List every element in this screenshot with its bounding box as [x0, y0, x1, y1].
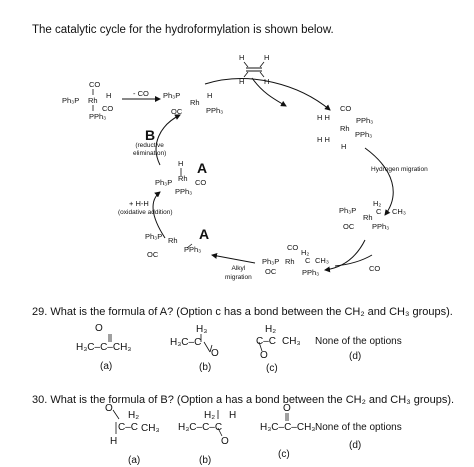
- c2-h: H: [207, 91, 213, 100]
- arrow-to-acyl: [324, 239, 366, 273]
- minus-co-label: - CO: [133, 89, 149, 98]
- co-addition: CO: [369, 264, 381, 273]
- c6-ph3p: Ph₃P: [145, 232, 163, 241]
- c3-hh: H H: [317, 113, 330, 122]
- c2-ph3p: Ph₃P: [163, 91, 181, 100]
- page-heading: The catalytic cycle for the hydroformyla…: [32, 24, 334, 36]
- ethylene-h3: H: [239, 77, 245, 86]
- arrow-ethylene-in: [251, 77, 287, 107]
- label-b: B: [145, 127, 156, 143]
- q29-b-h3: H₃: [196, 324, 208, 335]
- hydrogen-migration-label: Hydrogen migration: [371, 166, 428, 173]
- q29-label-a: (a): [100, 361, 113, 372]
- reductive-elimination-label: (reductive elimination): [133, 142, 167, 157]
- q30-a-h: H: [110, 436, 118, 447]
- q30-d-text: None of the options: [315, 422, 402, 433]
- c4-oc: OC: [343, 222, 355, 231]
- c1-co: CO: [102, 104, 114, 113]
- c1-ph3p: Ph₃P: [62, 96, 80, 105]
- arrow-co-in: [334, 254, 373, 267]
- ethylene-h2: H: [264, 53, 270, 62]
- q30-a-o: O: [105, 403, 113, 414]
- cA-rh: Rh: [178, 174, 188, 183]
- c3-pph3a: PPh₃: [356, 116, 374, 125]
- arrow-to-alkene-complex: [204, 78, 331, 111]
- q29-a-formula: H₃C–C–CH₃: [76, 342, 132, 353]
- cA-co: CO: [195, 178, 207, 187]
- c5-c: C: [305, 256, 311, 265]
- c3-hh2: H H: [317, 135, 330, 144]
- q30-a-ch3: CH₃: [141, 423, 160, 434]
- c1-rh: Rh: [88, 96, 98, 105]
- q30-label-d: (d): [349, 440, 362, 451]
- c6-oc: OC: [147, 250, 159, 259]
- q29-label-b: (b): [199, 362, 212, 373]
- c2-pph3: PPh₃: [206, 106, 224, 115]
- q29-c-formula: C–C: [256, 336, 277, 347]
- c5-rh: Rh: [285, 257, 295, 266]
- q30-b-formula: H₃C–C–C: [178, 422, 223, 433]
- ethylene-h1: H: [239, 53, 245, 62]
- q30-a-h2: H₂: [128, 410, 140, 421]
- alkyl-migration-label: Alkyl migration: [225, 265, 252, 281]
- label-a-lower: A: [199, 226, 210, 242]
- c5-co: CO: [287, 243, 299, 252]
- c3-co: CO: [340, 104, 352, 113]
- cA-pph3: PPh₃: [175, 187, 193, 196]
- label-a-upper: A: [197, 160, 208, 176]
- q30-label-a: (a): [128, 455, 141, 466]
- arrow-reductive-elimination: [155, 114, 181, 166]
- c6-rh: Rh: [168, 236, 178, 245]
- c5-oc: OC: [265, 267, 277, 276]
- q29-c-ch3: CH₃: [282, 336, 301, 347]
- c4-pph3: PPh₃: [372, 222, 390, 231]
- c3-rh: Rh: [340, 124, 350, 133]
- q29-b-formula: H₃C–C: [170, 337, 202, 348]
- c3-h: H: [341, 142, 347, 151]
- q29-b-o: O: [211, 348, 219, 359]
- arrow-alkyl-migration: [211, 252, 256, 264]
- q30-c-o: O: [283, 403, 291, 414]
- cA-h: H: [178, 159, 184, 168]
- arrow-oxidative-addition: [152, 191, 166, 239]
- q29-c-h2: H₂: [265, 324, 277, 335]
- cA-ph3p: Ph₃P: [155, 178, 173, 187]
- q30-b-o: O: [221, 436, 229, 447]
- c1-pph3: PPh₃: [89, 112, 107, 121]
- q30-label-c: (c): [278, 449, 290, 460]
- q29-d-text: None of the options: [315, 336, 402, 347]
- c4-ch3: CH₃: [392, 207, 406, 216]
- c3-pph3b: PPh₃: [355, 130, 373, 139]
- c4-h2: H₂: [373, 199, 382, 208]
- c2-oc: OC: [171, 107, 183, 116]
- q29-a-o: O: [95, 323, 103, 334]
- q29-text: 29. What is the formula of A? (Option c …: [32, 306, 453, 318]
- c5-ch3: CH₃: [315, 256, 329, 265]
- q30-text: 30. What is the formula of B? (Option a …: [32, 394, 455, 406]
- c1-co-top: CO: [89, 80, 101, 89]
- c6-pph3: PPh₃: [184, 245, 202, 254]
- ethylene-h4: H: [264, 77, 270, 86]
- q30-label-b: (b): [199, 455, 212, 466]
- c4-rh: Rh: [363, 213, 373, 222]
- c4-ph3p: Ph₃P: [339, 206, 357, 215]
- q29-label-d: (d): [349, 351, 362, 362]
- plus-hh-label: + H-H: [129, 199, 149, 208]
- c5-pph3: PPh₃: [302, 268, 320, 277]
- c4-c: C: [376, 207, 382, 216]
- q30-b-h2: H₂: [204, 410, 216, 421]
- arrow-hydrogen-migration: [364, 147, 394, 216]
- q29-c-o: O: [260, 350, 268, 361]
- q29-label-c: (c): [266, 363, 278, 374]
- q30-b-h: H: [229, 410, 237, 421]
- c1-h: H: [106, 91, 112, 100]
- q30-a-formula: C–C: [118, 422, 139, 433]
- oxidative-addition-label: (oxidative addition): [118, 209, 173, 216]
- c5-h2: H₂: [301, 248, 310, 257]
- c5-ph3p: Ph₃P: [262, 257, 280, 266]
- q30-c-formula: H₃C–C–CH₃: [260, 422, 316, 433]
- c2-rh: Rh: [190, 98, 200, 107]
